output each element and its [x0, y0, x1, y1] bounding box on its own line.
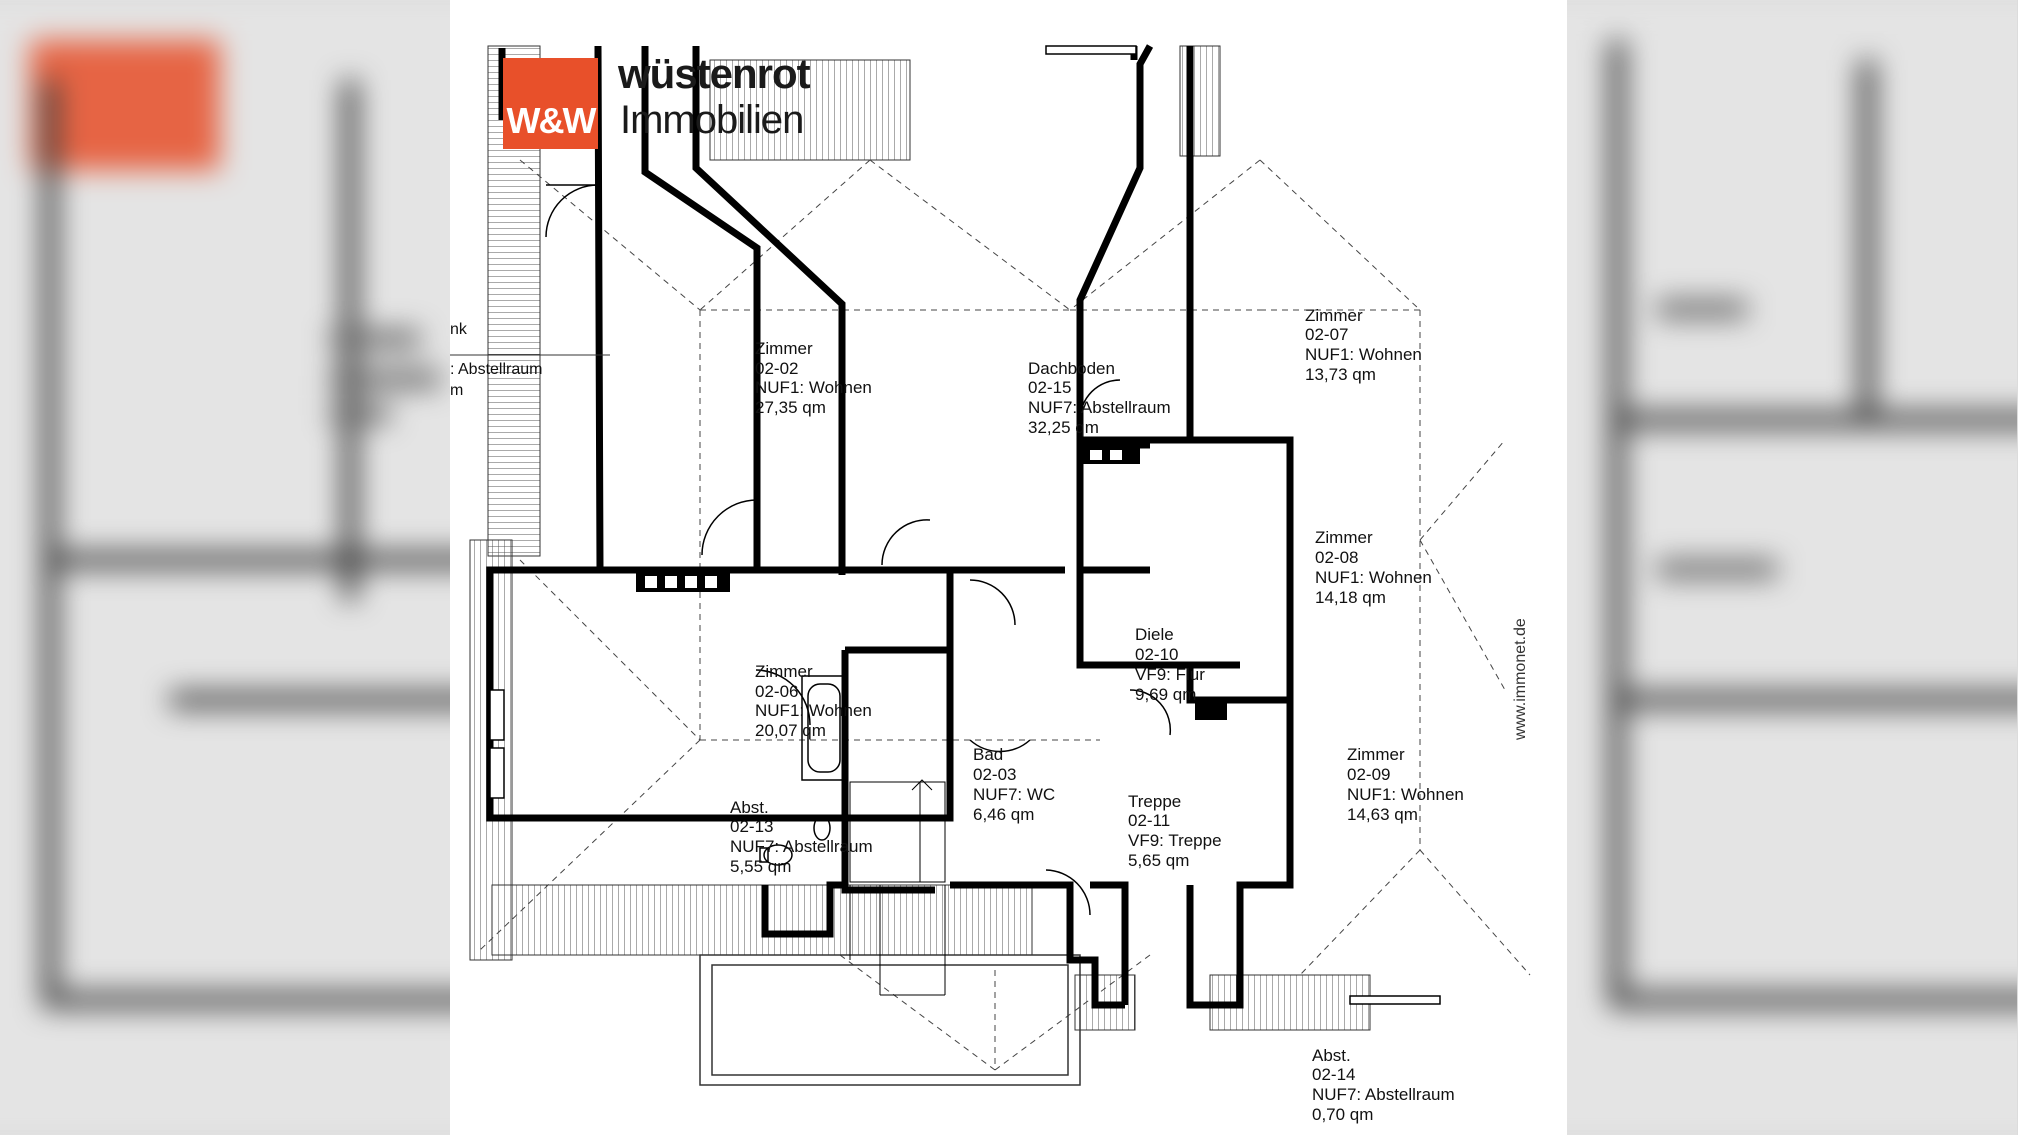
svg-text:20,07 qm: 20,07 qm [755, 721, 826, 740]
svg-text:Zimmer: Zimmer [755, 339, 813, 358]
left-fragment-label-1: nk [450, 321, 468, 338]
svg-text:NUF7: Abstellraum: NUF7: Abstellraum [1312, 1085, 1455, 1104]
svg-text:02-03: 02-03 [973, 765, 1016, 784]
room-label-abst-02-13: Abst. 02-13 NUF7: Abstellraum 5,55 qm [730, 798, 873, 876]
svg-text:02-09: 02-09 [1347, 765, 1390, 784]
svg-text:13,73 qm: 13,73 qm [1305, 365, 1376, 384]
room-label-diele-02-10: Diele 02-10 VF9: Flur 9,69 qm [1135, 625, 1205, 704]
svg-text:02-11: 02-11 [1128, 811, 1170, 830]
floor-plan-panel: nk : Abstellraum m Zimmer 02-02 NUF1: Wo… [450, 0, 1567, 1135]
svg-text:02-02: 02-02 [755, 359, 798, 378]
svg-text:Diele: Diele [1135, 625, 1174, 644]
svg-text:0,70 qm: 0,70 qm [1312, 1105, 1373, 1124]
left-fragment-label-3: m [450, 382, 463, 399]
room-label-treppe-02-11: Treppe 02-11 VF9: Treppe 5,65 qm [1128, 792, 1222, 870]
svg-text:02-15: 02-15 [1028, 378, 1071, 397]
svg-text:02-06: 02-06 [755, 682, 798, 701]
svg-text:6,46 qm: 6,46 qm [973, 805, 1034, 824]
svg-text:02-14: 02-14 [1312, 1065, 1355, 1084]
svg-text:VF9: Treppe: VF9: Treppe [1128, 831, 1222, 850]
lower-bay [699, 954, 1081, 1086]
room-label-bad-02-03: Bad 02-03 NUF7: WC 6,46 qm [973, 745, 1055, 824]
svg-text:NUF1: Wohnen: NUF1: Wohnen [755, 701, 872, 720]
svg-text:27,35 qm: 27,35 qm [755, 398, 826, 417]
door-swings [545, 184, 1172, 916]
stairs [849, 779, 946, 996]
bathroom-fixtures [759, 675, 847, 866]
svg-text:NUF7: Abstellraum: NUF7: Abstellraum [730, 837, 873, 856]
brand-subtitle: Immobilien [620, 98, 804, 142]
left-fragment-label-2: : Abstellraum [450, 361, 542, 378]
svg-text:02-07: 02-07 [1305, 325, 1348, 344]
svg-text:Dachboden: Dachboden [1028, 359, 1115, 378]
windows [489, 45, 1441, 1005]
room-label-zimmer-02-06: Zimmer 02-06 NUF1: Wohnen 20,07 qm [755, 662, 872, 740]
svg-text:Zimmer: Zimmer [1305, 306, 1363, 325]
svg-text:Abst.: Abst. [730, 798, 769, 817]
room-label-zimmer-02-02: Zimmer 02-02 NUF1: Wohnen 27,35 qm [755, 339, 872, 417]
svg-text:5,65 qm: 5,65 qm [1128, 851, 1189, 870]
svg-text:14,18 qm: 14,18 qm [1315, 588, 1386, 607]
brand-logo-mark-text: W&W [506, 100, 597, 141]
brand-name: wüstenrot [618, 50, 811, 97]
wall-opening-gaps [645, 450, 1122, 588]
walls [486, 44, 1294, 1009]
watermark-text: www.immonet.de [1512, 618, 1529, 740]
svg-text:Abst.: Abst. [1312, 1046, 1351, 1065]
svg-text:Treppe: Treppe [1128, 792, 1181, 811]
svg-text:VF9: Flur: VF9: Flur [1135, 665, 1205, 684]
room-label-zimmer-02-09: Zimmer 02-09 NUF1: Wohnen 14,63 qm [1347, 745, 1464, 824]
svg-text:32,25 qm: 32,25 qm [1028, 418, 1099, 437]
room-label-zimmer-02-08: Zimmer 02-08 NUF1: Wohnen 14,18 qm [1315, 528, 1432, 607]
svg-text:NUF7: Abstellraum: NUF7: Abstellraum [1028, 398, 1171, 417]
room-label-abst-02-14: Abst. 02-14 NUF7: Abstellraum 0,70 qm [1312, 1046, 1455, 1124]
svg-text:NUF7: WC: NUF7: WC [973, 785, 1055, 804]
svg-text:NUF1: Wohnen: NUF1: Wohnen [1305, 345, 1422, 364]
svg-text:NUF1: Wohnen: NUF1: Wohnen [1347, 785, 1464, 804]
svg-text:Bad: Bad [973, 745, 1003, 764]
svg-text:Zimmer: Zimmer [1347, 745, 1405, 764]
floor-plan-drawing: nk : Abstellraum m Zimmer 02-02 NUF1: Wo… [450, 44, 1531, 1124]
room-label-dachboden-02-15: Dachboden 02-15 NUF7: Abstellraum 32,25 … [1028, 359, 1171, 437]
svg-text:Zimmer: Zimmer [1315, 528, 1373, 547]
roof-ridge-lines [479, 159, 1531, 1071]
svg-text:5,55 qm: 5,55 qm [730, 857, 791, 876]
svg-text:02-08: 02-08 [1315, 548, 1358, 567]
svg-text:02-13: 02-13 [730, 817, 773, 836]
svg-text:NUF1: Wohnen: NUF1: Wohnen [1315, 568, 1432, 587]
brand-logo-mark: W&W [503, 58, 598, 149]
room-label-zimmer-02-07: Zimmer 02-07 NUF1: Wohnen 13,73 qm [1305, 306, 1422, 384]
svg-text:NUF1: Wohnen: NUF1: Wohnen [755, 378, 872, 397]
blurred-background-left [0, 0, 450, 1135]
blurred-background-right [1567, 0, 2017, 1135]
svg-text:14,63 qm: 14,63 qm [1347, 805, 1418, 824]
svg-text:02-10: 02-10 [1135, 645, 1178, 664]
svg-text:Zimmer: Zimmer [755, 662, 813, 681]
svg-text:9,69 qm: 9,69 qm [1135, 685, 1196, 704]
